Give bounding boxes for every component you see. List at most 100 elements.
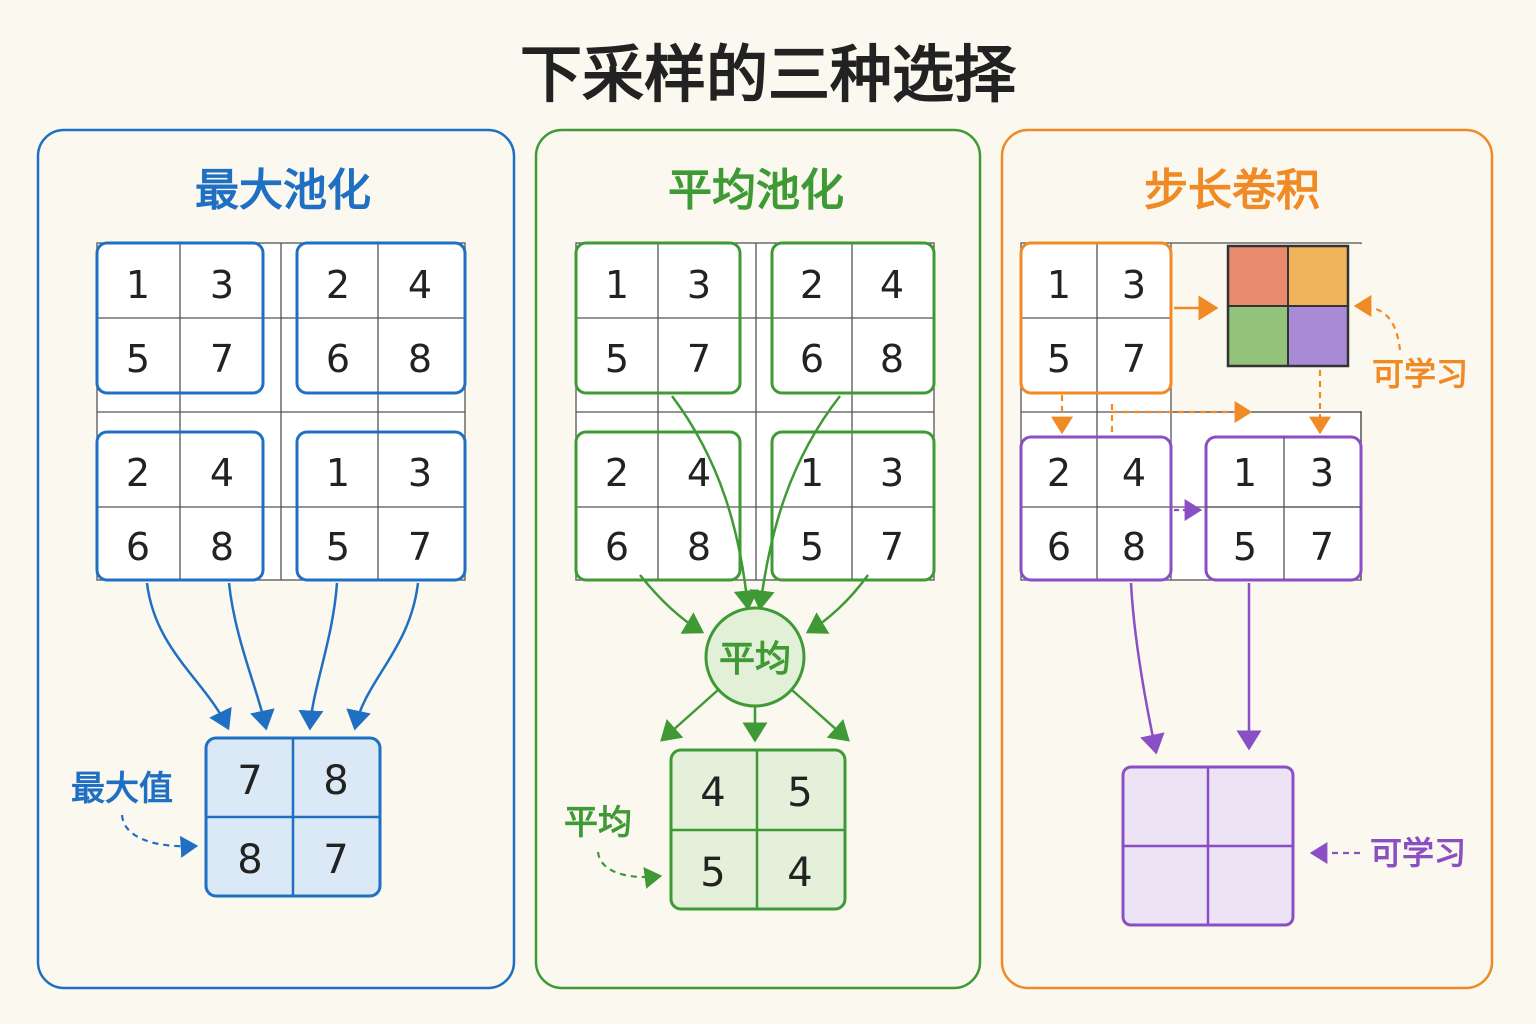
avg-input-grid (575, 242, 935, 581)
avg-input-cell: 2 (800, 263, 824, 307)
max-output-cell: 7 (237, 758, 262, 804)
avg-input-cell: 2 (605, 451, 629, 495)
max-input-cell: 3 (408, 451, 432, 495)
avg-annotation: 平均 (564, 803, 632, 843)
max-input-cell: 1 (126, 263, 150, 307)
avg-input-cell: 7 (687, 337, 711, 381)
panel-avg-frame (534, 128, 982, 990)
avg-arrows-in (639, 395, 870, 634)
avg-input-cell: 4 (880, 263, 904, 307)
stride-kernel (1226, 244, 1350, 368)
max-input-grid (96, 242, 466, 581)
panel-avg-heading: 平均池化 (668, 165, 844, 216)
stride-input-cell: 3 (1122, 263, 1146, 307)
avg-input-cell: 3 (880, 451, 904, 495)
stride-kernel-annotation-arrow (1353, 295, 1402, 351)
stride-kernel-annotation: 可学习 (1372, 355, 1468, 393)
panel-strided-convolution: 步长卷积 1 3 5 7 2 4 6 8 1 (1000, 128, 1494, 990)
avg-input-cell: 5 (605, 337, 629, 381)
panel-stride-heading: 步长卷积 (1144, 165, 1320, 216)
max-arrows (145, 582, 420, 731)
stride-input-cell: 7 (1122, 337, 1146, 381)
max-arrow (145, 582, 232, 731)
stride-input-cell: 4 (1122, 451, 1146, 495)
panel-max-frame (36, 128, 516, 990)
avg-arrow-in (749, 395, 841, 611)
avg-arrow-in (670, 395, 759, 611)
stride-arrows-down (1129, 582, 1262, 755)
avg-output-cell: 5 (787, 770, 812, 816)
stride-input-cell: 1 (1233, 451, 1257, 495)
avg-output-grid (669, 748, 847, 911)
avg-node-label: 平均 (719, 639, 791, 680)
max-pool-windows (95, 241, 467, 582)
max-output-cell: 8 (237, 837, 262, 883)
max-input-cell: 4 (210, 451, 234, 495)
max-input-cell: 3 (210, 263, 234, 307)
stride-output-annotation: 可学习 (1370, 834, 1466, 872)
avg-output-cell: 4 (700, 770, 725, 816)
max-output-grid (204, 736, 382, 898)
avg-window-top-left (574, 241, 742, 395)
stride-window-orange (1019, 241, 1173, 395)
stride-arrow-down (1129, 582, 1165, 755)
panel-stride-frame (1000, 128, 1494, 990)
max-input-cell: 6 (126, 525, 150, 569)
max-input-cell: 1 (326, 451, 350, 495)
avg-arrow-in (805, 574, 870, 634)
avg-input-cell: 7 (880, 525, 904, 569)
avg-input-cell: 1 (605, 263, 629, 307)
avg-window-bottom-left (574, 430, 742, 582)
max-window-top-left (95, 241, 265, 395)
stride-input-cell: 8 (1122, 525, 1146, 569)
stride-dashed-arrows (1051, 370, 1331, 435)
avg-input-cell: 8 (880, 337, 904, 381)
max-window-bottom-left (95, 430, 265, 582)
avg-input-cell: 6 (605, 525, 629, 569)
max-output-cell: 8 (323, 758, 348, 804)
avg-input-cell: 5 (800, 525, 824, 569)
stride-input-cell: 7 (1310, 525, 1334, 569)
max-annotation-arrow (120, 814, 199, 858)
avg-arrows-out (660, 689, 850, 743)
max-input-cell: 4 (408, 263, 432, 307)
avg-arrow-out (660, 689, 719, 742)
max-arrow (346, 582, 420, 731)
panel-max-heading: 最大池化 (195, 165, 371, 216)
stride-input-cell: 5 (1233, 525, 1257, 569)
avg-arrow-in (639, 574, 705, 634)
max-annotation: 最大值 (71, 769, 173, 809)
max-output-cell: 7 (323, 837, 348, 883)
stride-input-cell: 5 (1047, 337, 1071, 381)
avg-input-cell: 6 (800, 337, 824, 381)
max-input-cell: 6 (326, 337, 350, 381)
avg-pool-windows (574, 241, 936, 582)
stride-window-purple-left (1019, 435, 1173, 582)
panel-average-pooling: 平均池化 1 3 2 4 5 7 6 8 2 4 1 (534, 128, 982, 990)
max-input-cell: 7 (210, 337, 234, 381)
stride-output-grid (1121, 765, 1295, 927)
max-input-cell: 2 (126, 451, 150, 495)
avg-input-cell: 1 (800, 451, 824, 495)
max-input-cell: 2 (326, 263, 350, 307)
page-title: 下采样的三种选择 (520, 38, 1017, 111)
max-arrow (227, 582, 275, 731)
avg-arrow-out (791, 689, 850, 742)
stride-input-cell: 6 (1047, 525, 1071, 569)
avg-output-cell: 4 (787, 850, 812, 896)
max-input-cell: 5 (126, 337, 150, 381)
max-input-cell: 7 (408, 525, 432, 569)
stride-input-cell: 1 (1047, 263, 1071, 307)
avg-window-bottom-right (770, 430, 936, 582)
max-input-cell: 8 (210, 525, 234, 569)
avg-input-cell: 8 (687, 525, 711, 569)
max-input-cell: 5 (326, 525, 350, 569)
avg-output-cell: 5 (700, 850, 725, 896)
avg-window-top-right (770, 241, 936, 395)
max-input-cell: 8 (408, 337, 432, 381)
panel-max-pooling: 最大池化 1 3 2 4 5 7 6 8 2 (36, 128, 516, 990)
stride-input-cell: 2 (1047, 451, 1071, 495)
max-window-bottom-right (295, 430, 467, 582)
max-arrow (298, 582, 339, 731)
